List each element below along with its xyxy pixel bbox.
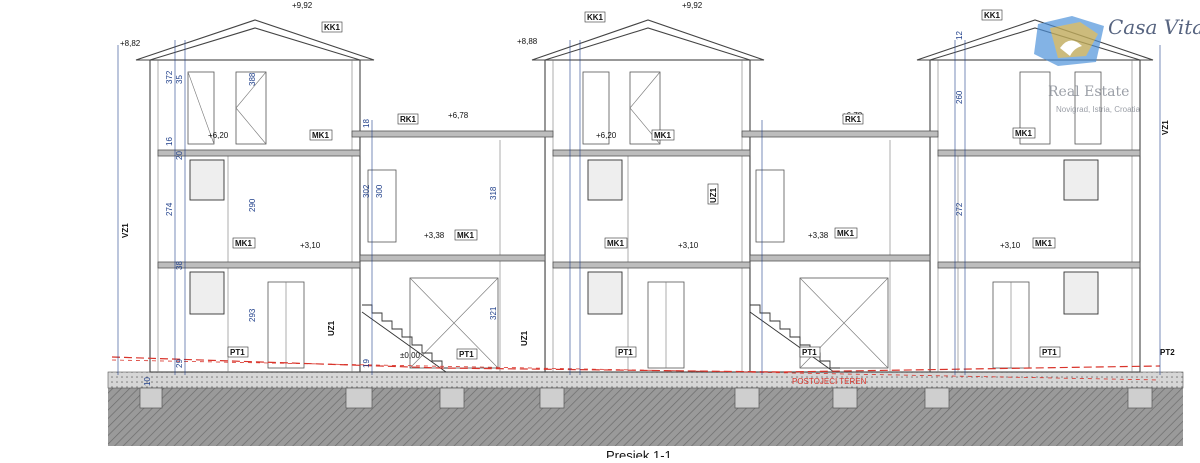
tag-mk1h: MK1	[1035, 239, 1052, 248]
level-f1a: +3,10	[300, 241, 321, 250]
tag-uz1a: UZ1	[327, 320, 336, 336]
tag-pt1d: PT1	[802, 348, 817, 357]
dim-290: 290	[248, 198, 257, 212]
dimension-lines	[117, 40, 1161, 375]
level-ridge1: +9,92	[292, 1, 313, 10]
tag-pt1a: PT1	[230, 348, 245, 357]
dim-16: 16	[165, 137, 174, 146]
tag-pt1c: PT1	[618, 348, 633, 357]
level-zero: ±0,00	[400, 351, 421, 360]
dim-10: 10	[143, 377, 152, 386]
dim-318: 318	[489, 186, 498, 200]
footings	[139, 387, 1153, 409]
dim-29: 29	[175, 359, 184, 368]
dim-260: 260	[955, 90, 964, 104]
dim-300: 300	[375, 184, 384, 198]
dim-35: 35	[175, 75, 184, 84]
dim-321: 321	[489, 306, 498, 320]
element-tags: KK1 KK1 KK1 RK1 RK1 MK1 MK1 MK1 MK1 MK1 …	[121, 9, 1175, 360]
soil-hatch	[108, 388, 1183, 446]
dim-38: 38	[175, 261, 184, 270]
level-f2a: +6,20	[208, 131, 229, 140]
floor-slabs	[157, 149, 1141, 269]
level-l2: +3,38	[808, 231, 829, 240]
tag-uz1c: UZ1	[709, 187, 718, 203]
level-mid1: +6,78	[448, 111, 469, 120]
drawing-caption: Presjek 1-1	[606, 448, 672, 458]
tag-pt1b: PT1	[459, 350, 474, 359]
dim-12: 12	[955, 31, 964, 40]
tag-mk1e: MK1	[457, 231, 474, 240]
tag-mk1a: MK1	[312, 131, 329, 140]
dim-18: 18	[362, 119, 371, 128]
logo-subtitle: Real Estate	[1048, 84, 1129, 100]
level-f1c: +3,10	[1000, 241, 1021, 250]
tag-vz1a: VZ1	[121, 223, 130, 238]
dim-19: 19	[362, 359, 371, 368]
tag-kk1b: KK1	[587, 13, 604, 22]
tag-uz1b: UZ1	[520, 330, 529, 346]
tag-rk1b: RK1	[845, 115, 862, 124]
ground-slab	[107, 371, 1184, 389]
ground-label: POSTOJEĆI TEREN	[792, 377, 867, 386]
tag-pt1e: PT1	[1042, 348, 1057, 357]
level-f1b: +3,10	[678, 241, 699, 250]
dim-274: 274	[165, 202, 174, 216]
tag-mk1d: MK1	[235, 239, 252, 248]
dim-293: 293	[248, 308, 257, 322]
dimension-texts: 372 388 274 290 293 318 321 302 300 260 …	[143, 31, 964, 386]
tag-kk1a: KK1	[324, 23, 341, 32]
tag-pt2: PT2	[1160, 348, 1175, 357]
roofs	[135, 19, 1154, 138]
dim-372: 372	[165, 70, 174, 84]
terrain-line	[111, 356, 1161, 381]
tag-mk1g: MK1	[837, 229, 854, 238]
casa-vita-logo-icon	[1034, 16, 1104, 66]
tag-mk1c: MK1	[1015, 129, 1032, 138]
tag-kk1c: KK1	[984, 11, 1001, 20]
dim-20: 20	[175, 151, 184, 160]
tag-vz1b: VZ1	[1161, 120, 1170, 135]
level-f2b: +6,20	[596, 131, 617, 140]
dim-388: 388	[248, 72, 257, 86]
level-roof2: +8,88	[517, 37, 538, 46]
dim-272: 272	[955, 202, 964, 216]
stairs	[189, 159, 1099, 373]
level-l1: +3,38	[424, 231, 445, 240]
tag-mk1f: MK1	[607, 239, 624, 248]
dim-302: 302	[362, 184, 371, 198]
level-roof1: +8,82	[120, 39, 141, 48]
tag-mk1b: MK1	[654, 131, 671, 140]
logo: Casa Vita Real Estate Novigrad, Istria, …	[1034, 15, 1200, 114]
logo-name: Casa Vita	[1108, 15, 1200, 39]
logo-location: Novigrad, Istria, Croatia	[1056, 105, 1141, 114]
level-ridge2: +9,92	[682, 1, 703, 10]
tag-rk1a: RK1	[400, 115, 417, 124]
